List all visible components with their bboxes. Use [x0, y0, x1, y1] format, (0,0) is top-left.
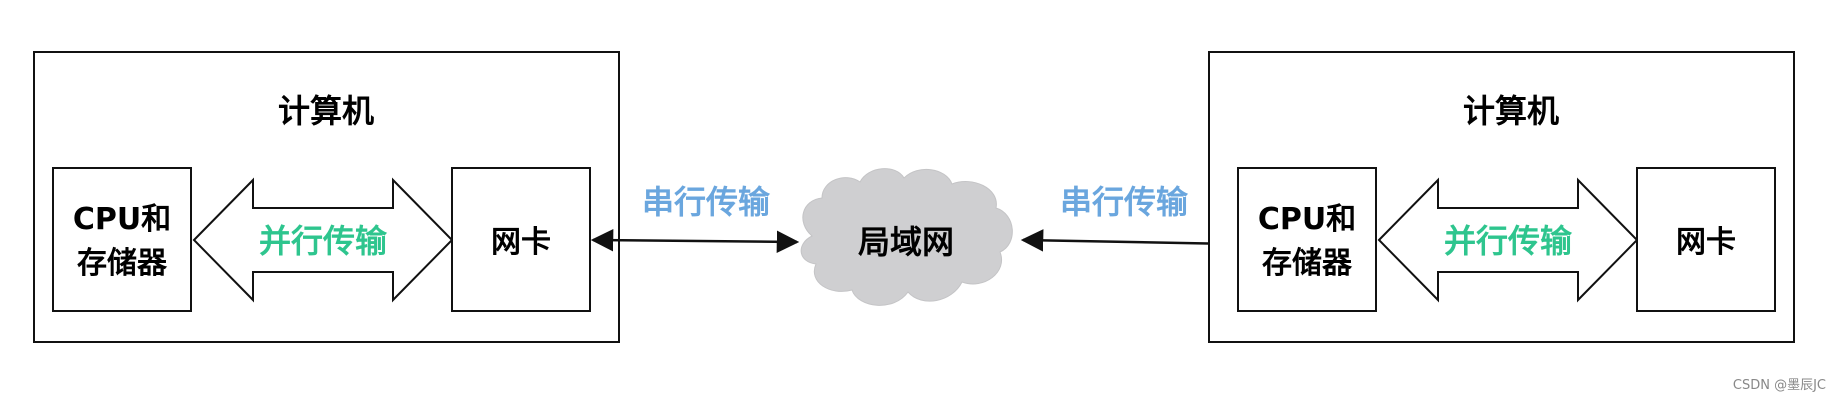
left-serial-link-arrow: [590, 228, 800, 254]
watermark-text: CSDN @墨辰JC: [1733, 378, 1826, 393]
right-parallel-bus-label: 并行传输: [1444, 222, 1573, 260]
left-computer-title: 计算机: [278, 92, 374, 130]
right-cpu-memory-label-line1: CPU和: [1258, 202, 1356, 237]
left-nic-label: 网卡: [491, 225, 551, 260]
left-serial-link-label: 串行传输: [642, 183, 771, 221]
left-cpu-memory-box: [52, 167, 192, 312]
left-serial-link: 串行传输: [590, 183, 800, 254]
lan-cloud-shape: [800, 168, 1013, 306]
left-parallel-bus-label: 并行传输: [259, 222, 388, 260]
left-nic-box: [451, 167, 591, 312]
right-cpu-memory-box: [1237, 167, 1377, 312]
right-serial-link: 串行传输: [1020, 183, 1237, 255]
right-computer: 计算机 CPU和 存储器 并行传输 网卡: [1208, 51, 1795, 343]
left-computer: 计算机 CPU和 存储器 并行传输 网卡: [33, 51, 620, 343]
lan-cloud: 局域网: [800, 168, 1013, 306]
lan-cloud-label: 局域网: [858, 223, 954, 261]
left-cpu-memory-label-line1: CPU和: [73, 202, 171, 237]
right-computer-title: 计算机: [1463, 92, 1559, 130]
right-serial-link-label: 串行传输: [1060, 183, 1189, 221]
right-serial-link-arrow: [1020, 229, 1237, 255]
right-cpu-memory-label-line2: 存储器: [1262, 246, 1353, 281]
right-nic-label: 网卡: [1676, 225, 1736, 260]
right-nic-box: [1636, 167, 1776, 312]
left-cpu-memory-label-line2: 存储器: [77, 246, 168, 281]
